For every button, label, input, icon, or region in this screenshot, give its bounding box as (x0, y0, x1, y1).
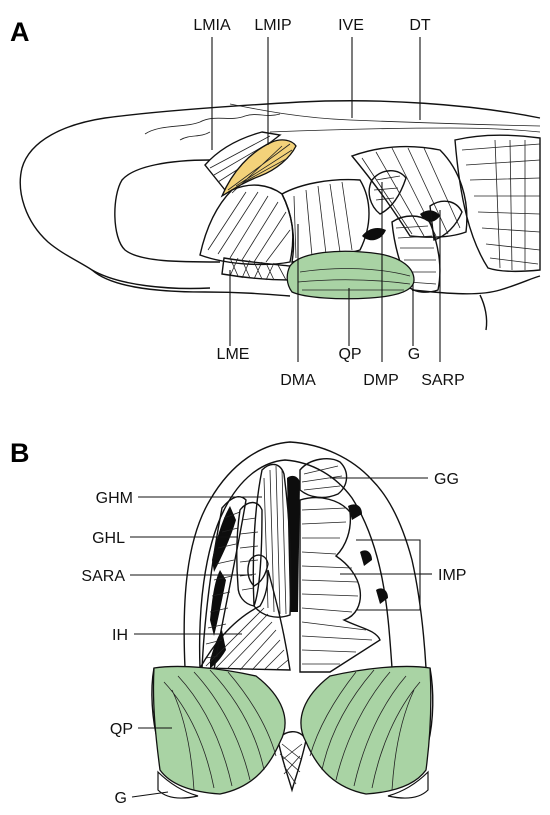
label-lmip: LMIP (254, 17, 291, 34)
label-ghm: GHM (96, 490, 133, 507)
dma-muscle (282, 180, 369, 262)
label-sarp: SARP (421, 372, 465, 389)
dmp-muscle (352, 147, 467, 241)
lme-muscle (200, 185, 293, 264)
label-g-a: G (408, 346, 420, 363)
label-qp-a: QP (338, 346, 361, 363)
label-ive: IVE (338, 17, 364, 34)
panel-b: B (10, 438, 466, 807)
lmi-muscles-a (205, 132, 296, 196)
ghm-muscle (253, 464, 290, 617)
label-ih: IH (112, 627, 128, 644)
qp-muscle-a (287, 251, 414, 298)
ghl-muscle (237, 503, 262, 607)
qp-muscle-b-right (301, 666, 431, 794)
label-dma: DMA (280, 372, 316, 389)
label-imp: IMP (438, 567, 466, 584)
label-sara: SARA (81, 568, 125, 585)
label-dmp: DMP (363, 372, 399, 389)
qp-muscle-b-left (153, 666, 285, 794)
label-g-b: G (115, 790, 127, 807)
leader-lines-a (212, 37, 440, 362)
label-dt: DT (409, 17, 431, 34)
panel-b-letter: B (10, 438, 30, 468)
panel-a: A (10, 17, 540, 389)
lower-mid-region-b (278, 732, 306, 790)
label-ghl: GHL (92, 530, 125, 547)
label-lme: LME (217, 346, 250, 363)
label-qp-b: QP (110, 721, 133, 738)
posterior-muscles-a (455, 135, 540, 271)
imp-muscle (300, 498, 380, 672)
panel-a-letter: A (10, 17, 30, 47)
label-gg: GG (434, 471, 459, 488)
lme-tendon (222, 258, 290, 280)
label-lmia: LMIA (193, 17, 231, 34)
